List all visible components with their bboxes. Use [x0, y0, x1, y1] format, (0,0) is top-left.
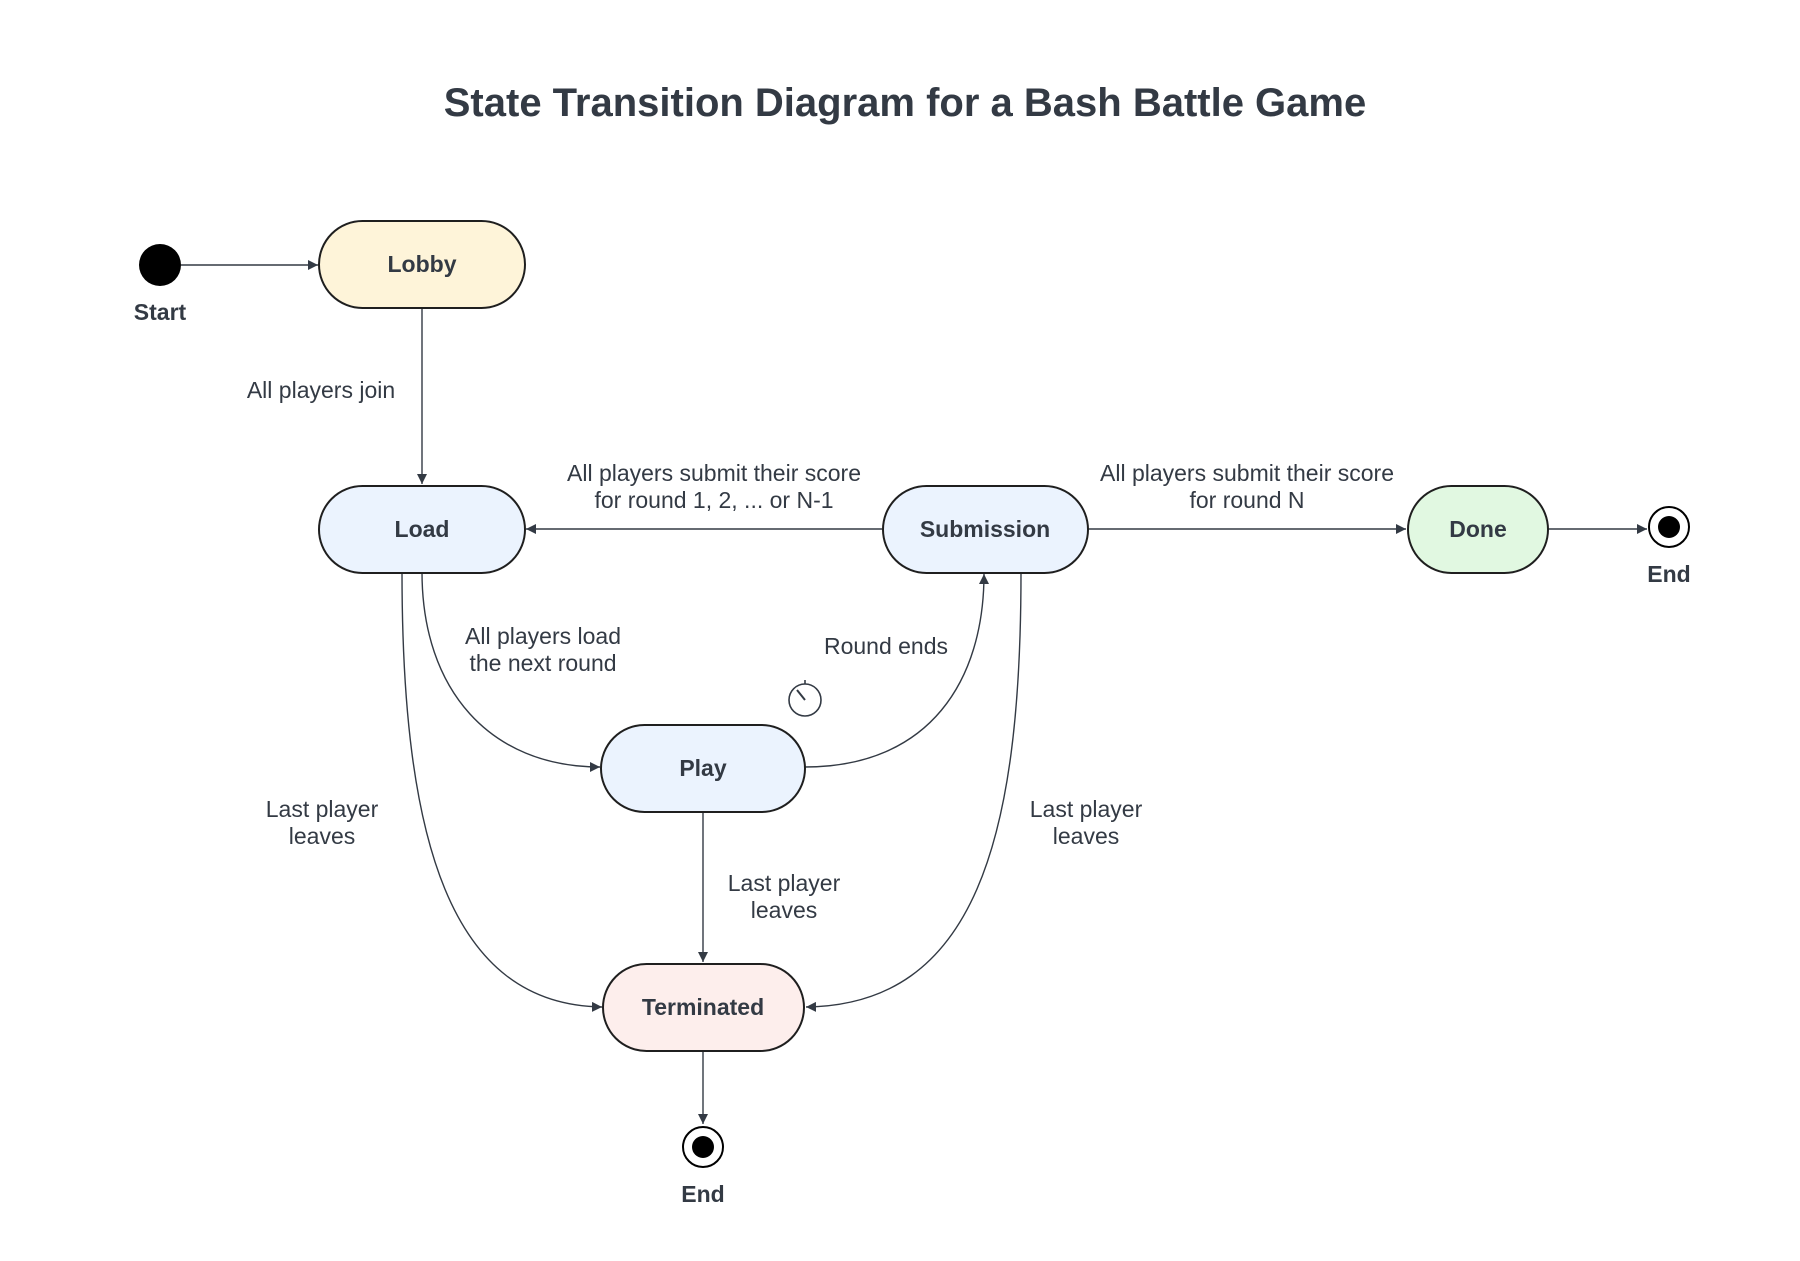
state-terminated[interactable]: Terminated	[602, 963, 805, 1052]
label-submission-to-terminated-line2: leaves	[1053, 823, 1119, 849]
label-lobby-to-load: All players join	[247, 377, 395, 403]
state-load[interactable]: Load	[318, 485, 526, 574]
label-load-to-terminated-line1: Last player	[266, 796, 379, 822]
label-submission-to-done-line1: All players submit their score	[1100, 460, 1394, 486]
label-play-to-terminated-line2: leaves	[751, 897, 817, 923]
edge-load-to-terminated	[401, 571, 603, 1012]
label-play-to-terminated-line1: Last player	[728, 870, 841, 896]
edge-load-to-play	[421, 571, 601, 772]
state-done[interactable]: Done	[1407, 485, 1549, 574]
state-play-label: Play	[679, 755, 727, 781]
label-submission-to-done-line2: for round N	[1189, 487, 1304, 513]
end-node-right	[1648, 506, 1690, 548]
start-node	[139, 244, 181, 286]
state-submission[interactable]: Submission	[882, 485, 1089, 574]
end-label-right: End	[1647, 561, 1690, 587]
label-play-to-submission: Round ends	[824, 633, 948, 659]
label-load-to-play-line2: the next round	[469, 650, 616, 676]
end-label-bottom: End	[681, 1181, 724, 1207]
start-label: Start	[134, 299, 187, 325]
label-submission-to-terminated-line1: Last player	[1030, 796, 1143, 822]
state-lobby-label: Lobby	[388, 251, 457, 277]
edge-play-to-submission	[804, 573, 989, 768]
state-lobby[interactable]: Lobby	[318, 220, 526, 309]
timer-icon	[788, 680, 822, 717]
state-submission-label: Submission	[920, 516, 1050, 542]
state-terminated-label: Terminated	[642, 994, 764, 1020]
end-node-bottom	[682, 1126, 724, 1168]
label-submission-to-load-line1: All players submit their score	[567, 460, 861, 486]
state-play[interactable]: Play	[600, 724, 806, 813]
diagram-title: State Transition Diagram for a Bash Batt…	[444, 81, 1366, 125]
label-load-to-terminated-line2: leaves	[289, 823, 355, 849]
edge-submission-to-terminated	[805, 571, 1022, 1012]
state-done-label: Done	[1449, 516, 1507, 542]
label-submission-to-load-line2: for round 1, 2, ... or N-1	[594, 487, 833, 513]
label-load-to-play-line1: All players load	[465, 623, 621, 649]
state-load-label: Load	[395, 516, 450, 542]
